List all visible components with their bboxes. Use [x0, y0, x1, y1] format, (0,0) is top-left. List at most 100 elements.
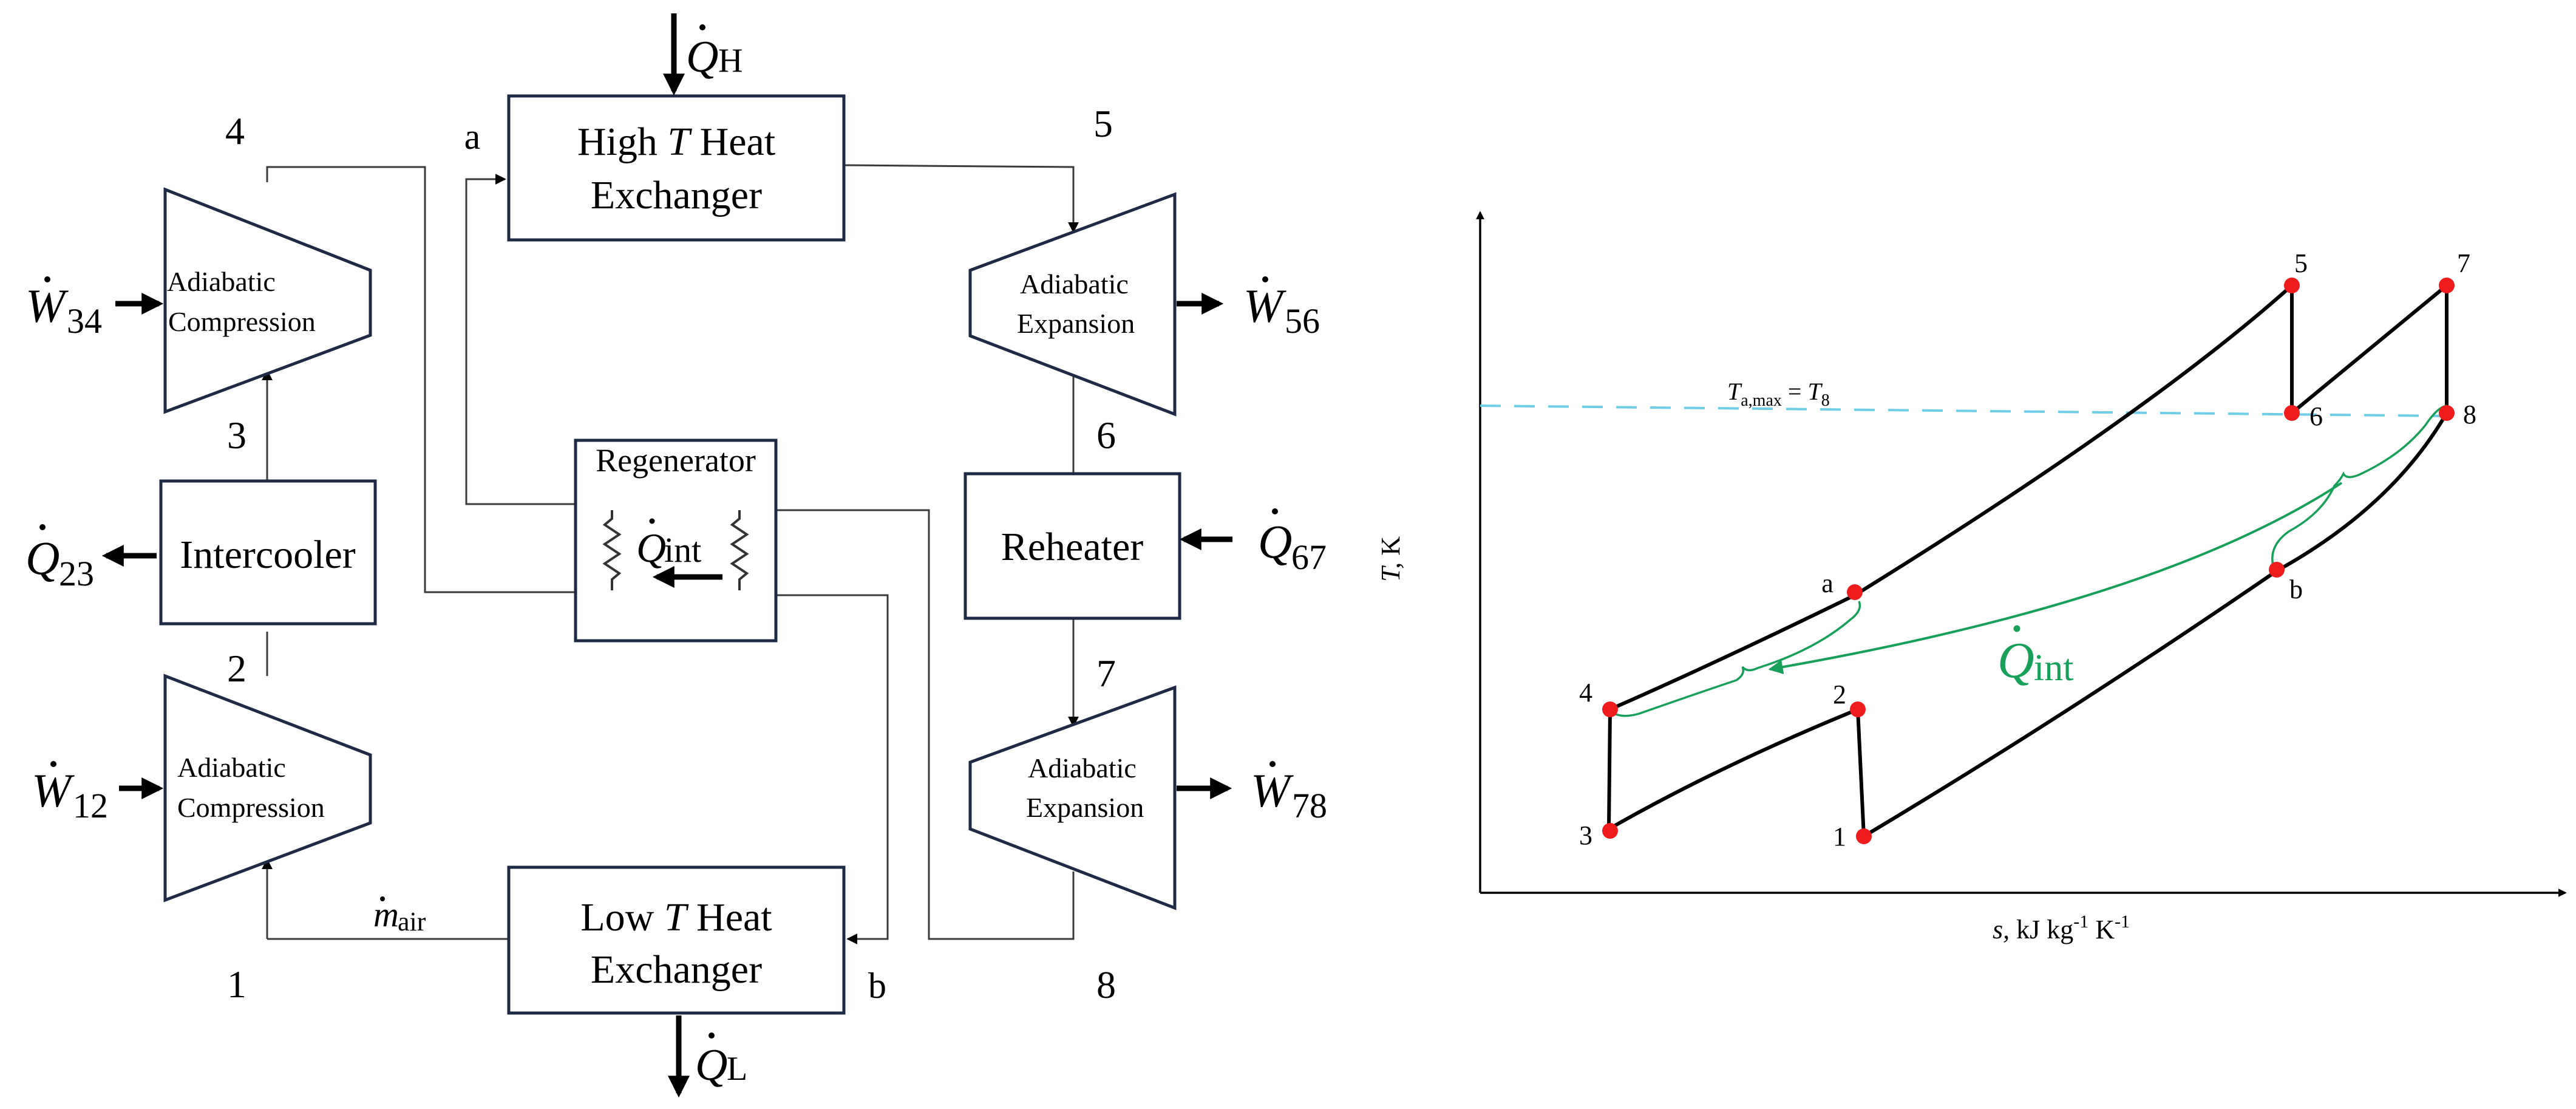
cycle-path: [1606, 281, 2449, 838]
svg-text:int: int: [2034, 647, 2073, 689]
svg-text:Q: Q: [1997, 632, 2034, 689]
w-34-label: W 34: [25, 276, 102, 341]
svg-text:12: 12: [73, 786, 108, 825]
state-point-8: [2439, 405, 2455, 421]
state-point-label-2: 2: [1833, 680, 1846, 709]
state-1-label: 1: [227, 963, 246, 1006]
mass-flow-label: m air: [373, 895, 426, 937]
reheater-label: Reheater: [1001, 525, 1144, 569]
q-int-regenerator-label: Q int: [636, 518, 701, 571]
state-point-b: [2269, 562, 2285, 578]
regenerator-label: Regenerator: [596, 442, 756, 479]
high-t-hx-line2: Exchanger: [591, 173, 762, 217]
svg-text:int: int: [664, 530, 701, 570]
t-a-max-label: Ta,max = T8: [1727, 378, 1830, 410]
high-t-hx-line1-c: Heat: [690, 120, 775, 164]
dot-accent: [1272, 508, 1278, 514]
state-2-label: 2: [227, 647, 246, 690]
svg-text:H: H: [718, 42, 743, 80]
svg-text:L: L: [727, 1050, 747, 1088]
compressor-bottom: [163, 674, 372, 903]
ts-diagram: s, kJ kg-1 K-1 T, K Ta,max = T8 Q int 1 2…: [1376, 211, 2567, 944]
svg-text:Q: Q: [695, 1040, 727, 1090]
svg-text:W: W: [25, 279, 69, 332]
state-8-label: 8: [1096, 963, 1116, 1006]
q-h-label: Q H: [686, 24, 743, 82]
q-23-label: Q 23: [25, 524, 94, 593]
dot-accent: [649, 518, 655, 524]
state-point-a: [1847, 584, 1863, 600]
low-t-hx-line1-c: Heat: [687, 895, 772, 940]
high-t-hx-line1-a: High: [577, 120, 668, 164]
svg-text:Q: Q: [25, 531, 59, 584]
dot-accent: [50, 761, 56, 767]
compressor-top-line1: Adiabatic: [167, 266, 276, 297]
state-point-label-8: 8: [2463, 400, 2476, 429]
state-point-1: [1856, 828, 1872, 844]
turbine-bottom: [968, 685, 1177, 910]
t-a-max-dashed-line: [1480, 404, 2447, 417]
compressor-bottom-line2: Compression: [177, 792, 325, 823]
state-a-label: a: [464, 117, 481, 157]
dot-accent: [2013, 625, 2020, 632]
pipe-regenerator-to-b: [772, 594, 889, 944]
state-points: 1 2 3 4 5 6 7 8 a b: [1579, 248, 2476, 851]
state-point-label-7: 7: [2457, 248, 2470, 278]
pipe-8-to-regenerator: [772, 509, 1075, 940]
dot-accent: [44, 276, 50, 282]
state-4-label: 4: [225, 109, 245, 152]
compressor-top: [163, 187, 372, 414]
dot-accent: [39, 524, 46, 530]
state-point-label-b: b: [2289, 575, 2303, 604]
svg-text:m: m: [373, 895, 399, 934]
high-t-hx-line1-b: T: [667, 120, 692, 164]
q-int-transfer-arrow: [1768, 482, 2343, 675]
state-point-label-5: 5: [2294, 248, 2308, 278]
dot-accent: [380, 896, 385, 901]
state-point-6: [2284, 405, 2300, 421]
w-12-label: W 12: [32, 761, 108, 825]
state-point-label-a: a: [1821, 568, 1833, 598]
flow-pipes: [262, 164, 1079, 944]
intercooler: [159, 479, 377, 626]
dot-accent: [699, 24, 705, 30]
state-point-label-1: 1: [1833, 822, 1846, 851]
regenerator-cold-coil: [730, 510, 749, 590]
low-t-hx-line1-a: Low: [580, 895, 664, 940]
state-point-3: [1602, 823, 1618, 839]
compressor-top-line2: Compression: [168, 306, 316, 337]
state-6-label: 6: [1096, 414, 1116, 457]
svg-text:78: 78: [1292, 786, 1327, 825]
state-point-label-6: 6: [2309, 401, 2323, 431]
y-axis-label: T, K: [1376, 536, 1405, 582]
svg-text:67: 67: [1291, 537, 1327, 577]
svg-text:W: W: [32, 764, 75, 817]
dot-accent: [1262, 276, 1268, 282]
svg-text:56: 56: [1285, 301, 1320, 341]
q-int-brace-hot: [2271, 404, 2447, 568]
dot-accent: [1269, 761, 1276, 767]
compressor-bottom-line1: Adiabatic: [177, 752, 286, 783]
pipe-regenerator-to-a: [465, 174, 612, 505]
state-7-label: 7: [1096, 652, 1116, 695]
intercooler-label: Intercooler: [180, 533, 356, 577]
svg-text:23: 23: [59, 554, 94, 593]
state-point-label-3: 3: [1579, 821, 1592, 850]
low-t-hx-line2: Exchanger: [591, 947, 762, 992]
turbine-top-line2: Expansion: [1017, 308, 1135, 339]
pipe-4-to-regenerator: [266, 166, 612, 593]
x-axis-label: s, kJ kg-1 K-1: [1993, 912, 2130, 944]
svg-text:34: 34: [67, 301, 102, 341]
low-t-heat-exchanger: [507, 865, 846, 1015]
q-int-chart-label: Q int: [1997, 625, 2073, 689]
q-int-brace-cold: [1608, 601, 1861, 717]
pipe-highhx-to-5: [843, 164, 1079, 233]
svg-text:Q: Q: [1258, 515, 1292, 568]
state-point-label-4: 4: [1579, 678, 1592, 708]
dot-accent: [709, 1032, 715, 1039]
w-78-label: W 78: [1251, 761, 1327, 825]
turbine-bottom-line1: Adiabatic: [1028, 752, 1137, 783]
svg-text:W: W: [1251, 764, 1294, 817]
w-56-label: W 56: [1243, 276, 1320, 341]
